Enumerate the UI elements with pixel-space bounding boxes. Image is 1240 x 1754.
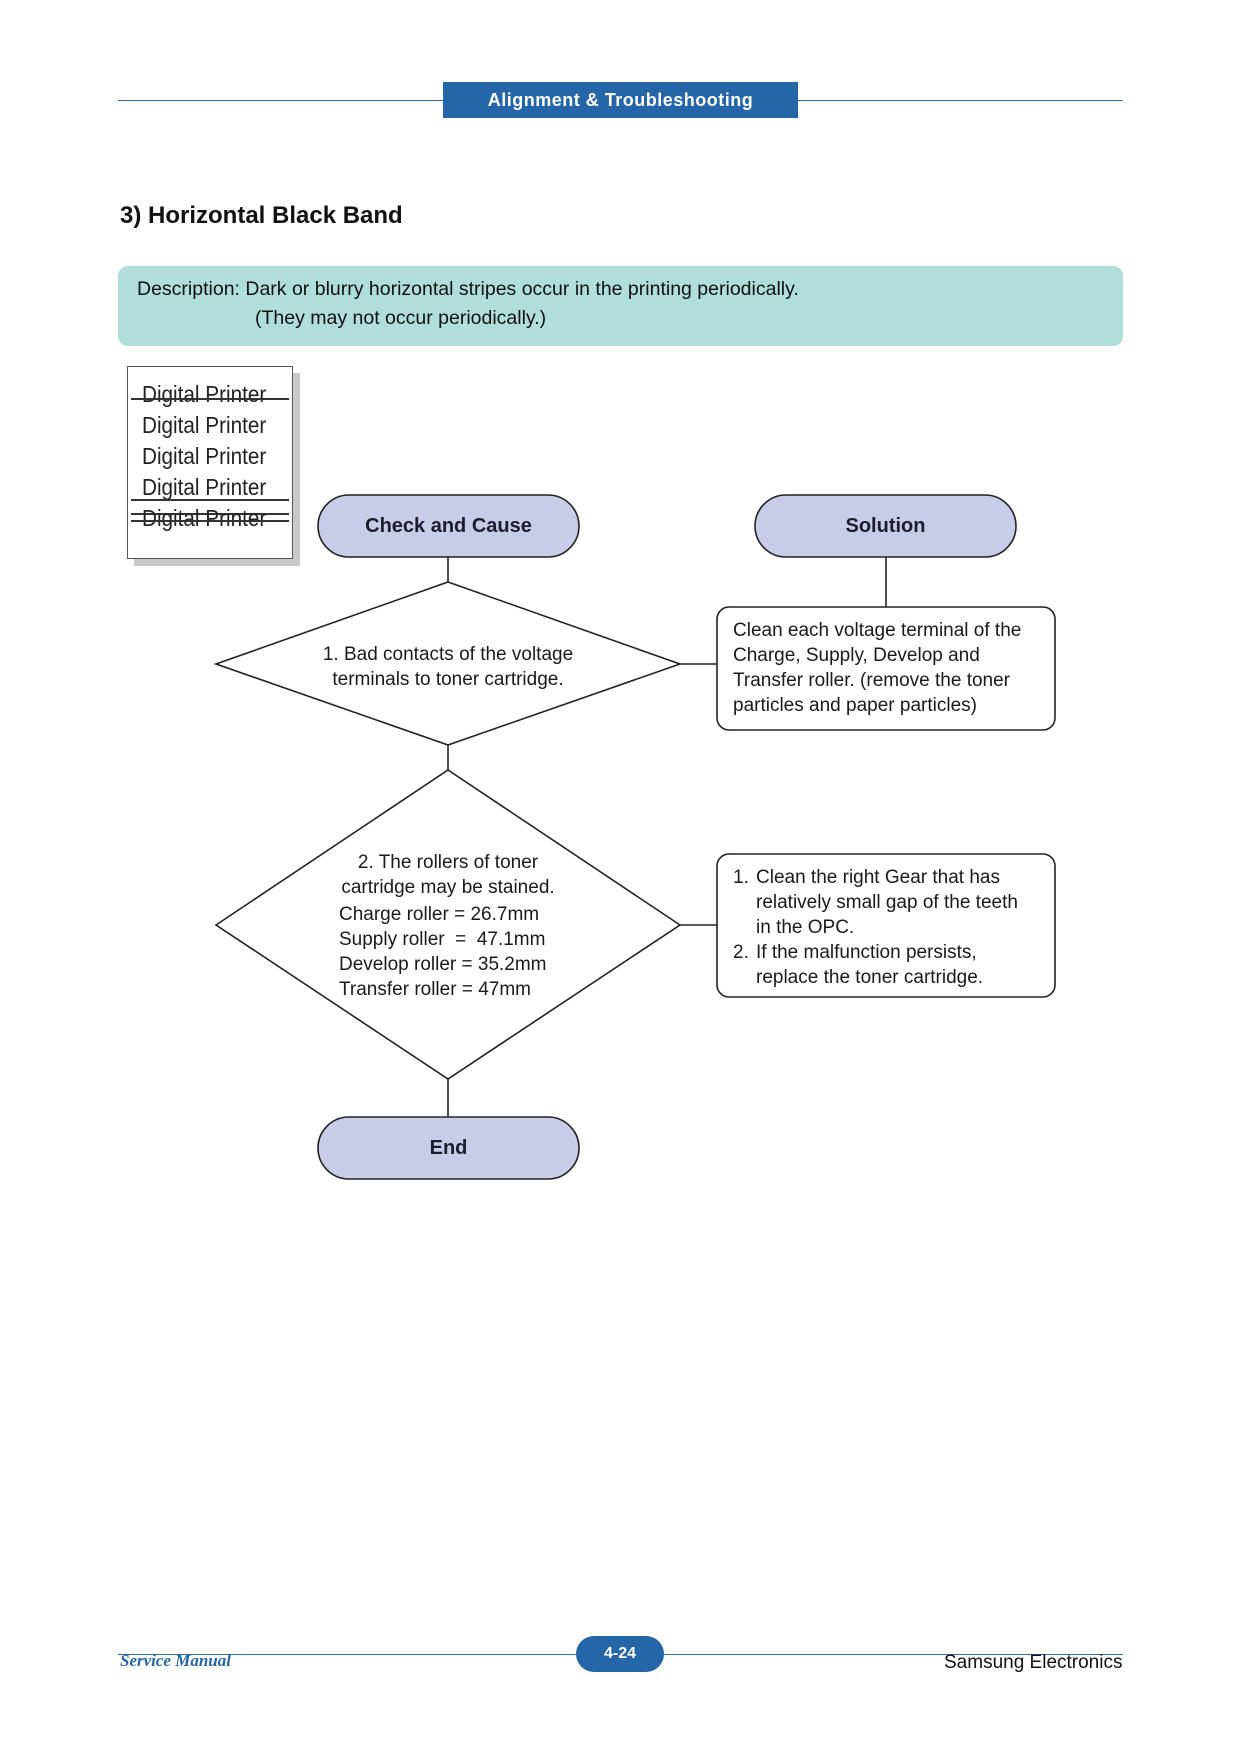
sample-stripe-3 [131, 513, 289, 515]
roller-charge: Charge roller = 26.7mm [339, 904, 540, 925]
sample-line-5: Digital Printer [142, 505, 267, 531]
step2-solution-text: 1. Clean the right Gear that has relativ… [733, 865, 1053, 990]
step2-solution-item-1: 1. Clean the right Gear that has relativ… [733, 865, 1053, 940]
description-box [118, 266, 1123, 346]
solution-box-2 [716, 853, 1056, 998]
step2-cause-text: 2. The rollers of toner cartridge may be… [290, 850, 606, 900]
step2-solution-item-2: 2. If the malfunction persists, replace … [733, 940, 1053, 990]
header-rule-left [118, 100, 444, 101]
check-and-cause-label: Check and Cause [365, 514, 532, 537]
decision-diamond-2 [214, 769, 682, 1080]
step1-solution-line-2: Charge, Supply, Develop and [733, 645, 980, 666]
step1-cause-line-1: 1. Bad contacts of the voltage [322, 644, 574, 665]
description-line-2: (They may not occur periodically.) [255, 307, 547, 329]
roller-develop: Develop roller = 35.2mm [339, 954, 547, 975]
step1-cause-text: 1. Bad contacts of the voltage terminals… [270, 642, 626, 692]
description-line-1: Description: Dark or blurry horizontal s… [137, 278, 799, 300]
step2-solution-item-2-line-1: If the malfunction persists, [756, 942, 977, 963]
step1-solution-line-1: Clean each voltage terminal of the [733, 620, 1022, 641]
header-section-tab: Alignment & Troubleshooting [443, 82, 798, 118]
footer-service-manual: Service Manual [120, 1651, 231, 1670]
decision-diamond-1 [213, 581, 683, 746]
sample-line-4: Digital Printer [142, 474, 267, 500]
footer-company: Samsung Electronics [944, 1652, 1123, 1673]
step1-solution-text: Clean each voltage terminal of the Charg… [733, 618, 1053, 718]
step2-solution-item-1-line-3: in the OPC. [756, 917, 855, 938]
header-rule-right [798, 100, 1123, 101]
sample-stripe-4 [131, 520, 289, 522]
end-label: End [429, 1136, 468, 1159]
solution-label: Solution [845, 514, 926, 537]
sample-line-1: Digital Printer [142, 381, 267, 407]
page-number-badge: 4-24 [576, 1636, 664, 1672]
step1-solution-line-4: particles and paper particles) [733, 695, 977, 716]
solution-box-1 [716, 606, 1056, 731]
roller-transfer: Transfer roller = 47mm [339, 979, 531, 1000]
step2-solution-item-2-num: 2. [733, 942, 749, 963]
section-title: 3) Horizontal Black Band [120, 202, 403, 229]
sample-stripe-2 [131, 499, 289, 501]
sample-line-3: Digital Printer [142, 443, 267, 469]
step2-solution-item-1-line-1: Clean the right Gear that has [756, 867, 1000, 888]
step2-cause-line-1: 2. The rollers of toner [357, 852, 539, 873]
roller-supply: Supply roller = 47.1mm [339, 929, 546, 950]
step2-roller-list: Charge roller = 26.7mm Supply roller = 4… [339, 902, 579, 1002]
step1-solution-line-3: Transfer roller. (remove the toner [733, 670, 1011, 691]
step2-cause-line-2: cartridge may be stained. [341, 877, 555, 898]
step2-solution-item-1-line-2: relatively small gap of the teeth [756, 892, 1018, 913]
sample-line-2: Digital Printer [142, 412, 267, 438]
step1-cause-line-2: terminals to toner cartridge. [332, 669, 564, 690]
sample-stripe-1 [131, 398, 289, 400]
step2-solution-item-2-line-2: replace the toner cartridge. [756, 967, 984, 988]
step2-solution-item-1-num: 1. [733, 867, 749, 888]
sample-print-card: Digital Printer Digital Printer Digital … [127, 366, 293, 559]
